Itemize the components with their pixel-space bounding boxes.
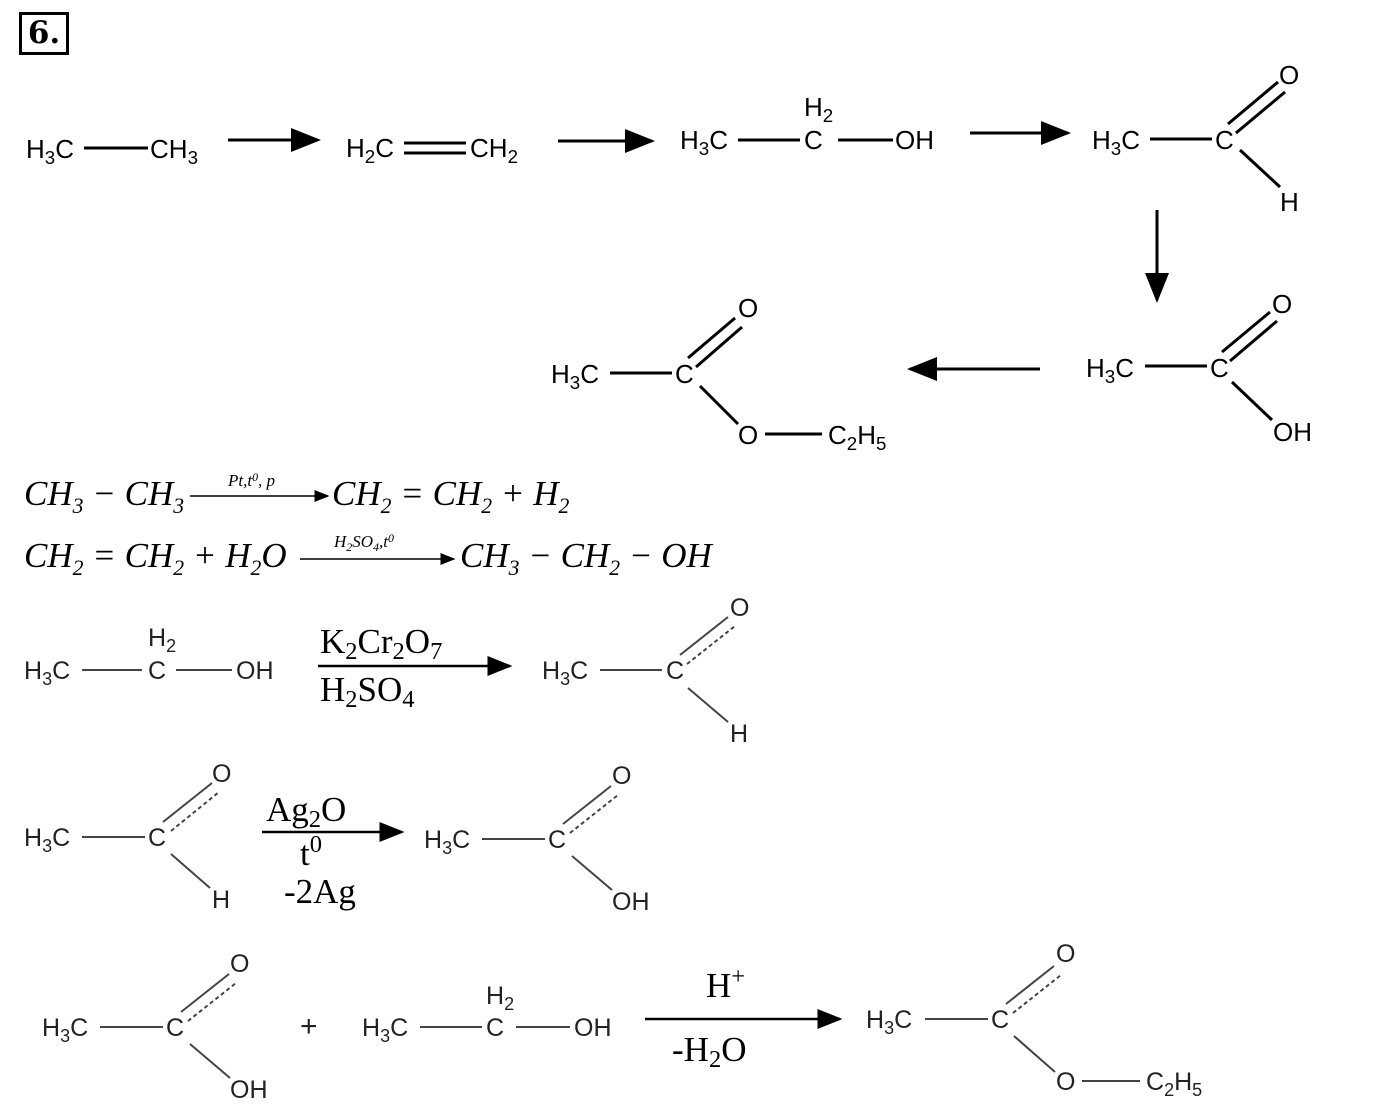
ethanol-c: C (804, 125, 823, 155)
eq4-aldehyde-co-a (162, 782, 213, 823)
ester-c-o (698, 384, 740, 426)
eq5-ester-c2h5: C2H5 (1146, 1068, 1203, 1100)
eq3-ethanol-c: C (148, 657, 167, 685)
acetaldehyde-co-b (1235, 90, 1286, 135)
eq3-aldehyde-co-a (679, 616, 729, 656)
eq4-aldehyde-o: O (212, 760, 232, 788)
eq4-reagent-mid: t0 (300, 830, 322, 873)
ethylene-left: H2C (346, 133, 394, 167)
acetaldehyde-o: O (1279, 60, 1300, 90)
eq3-aldehyde-ch (687, 687, 729, 723)
eq3-aldehyde-h: H (730, 720, 749, 748)
eq5-ester-c: C (991, 1006, 1010, 1034)
acetic-acid-o: O (1272, 289, 1293, 319)
eq5-acid-h3c: H3C (42, 1014, 89, 1046)
equation-2-reactants: CH2 = CH2 + H2O (24, 536, 287, 580)
eq5-acid-co-a (180, 973, 230, 1013)
problem-number: 6. (19, 12, 69, 55)
ester-o: O (738, 420, 759, 450)
eq3-ethanol-h2: H2 (148, 624, 177, 656)
eq3-aldehyde-o: O (730, 594, 750, 622)
eq4-acid-co-a (562, 785, 612, 825)
equation-2-conditions: H2SO4,t0 (334, 530, 394, 554)
eq5-acid-co-b (187, 982, 237, 1022)
eq5-acid-oh: OH (230, 1076, 268, 1104)
eq5-reagent-bottom: -H2O (672, 1030, 747, 1074)
eq4-reagent-bottom: -2Ag (284, 872, 356, 911)
acetic-acid-c: C (1210, 353, 1229, 383)
ethylene-right: CH2 (470, 133, 518, 167)
eq5-reagent-top: H+ (706, 962, 746, 1005)
eq5-ethanol-c: C (486, 1014, 505, 1042)
acetaldehyde-h3c: H3C (1092, 125, 1140, 159)
eq5-acid-coh (189, 1043, 231, 1079)
eq5-ester-o-top: O (1056, 940, 1076, 968)
eq3-reagent-bottom: H2SO4 (320, 670, 415, 714)
ester-co-b (695, 325, 743, 369)
eq4-aldehyde-h3c: H3C (24, 824, 71, 856)
eq3-aldehyde-c: C (666, 657, 685, 685)
eq3-ethanol-h3c: H3C (24, 657, 71, 689)
acetic-acid-coh (1230, 380, 1274, 422)
ethanol-h3c: H3C (680, 125, 728, 159)
equation-2-products: CH3 − CH2 − OH (460, 536, 712, 580)
ethanol-oh: OH (895, 125, 934, 155)
ester-h3c: H3C (551, 359, 599, 393)
acetic-acid-co-b (1229, 319, 1278, 363)
eq5-acid-o: O (230, 950, 250, 978)
eq5-ethanol-h2: H2 (486, 982, 515, 1014)
eq5-ester-c-o (1013, 1035, 1056, 1073)
eq4-reagent-top: Ag2O (266, 790, 347, 834)
equation-1-conditions: Pt,t0, p (228, 469, 276, 490)
eq4-aldehyde-ch (170, 853, 211, 889)
equation-1-products: CH2 = CH2 + H2 (332, 474, 570, 518)
eq4-aldehyde-h: H (212, 886, 231, 914)
eq4-aldehyde-co-b (170, 791, 220, 832)
eq4-acid-co-b (569, 794, 619, 834)
ethane-left: H3C (26, 134, 74, 168)
ester-co-a (687, 316, 736, 360)
eq3-reagent-top: K2Cr2O7 (320, 622, 443, 666)
eq5-plus: + (300, 1010, 318, 1043)
eq5-acid-c: C (166, 1014, 185, 1042)
eq4-acid-c: C (548, 826, 567, 854)
eq4-acid-oh: OH (612, 888, 650, 916)
eq5-ester-co-b (1012, 974, 1062, 1014)
acetaldehyde-h: H (1280, 187, 1299, 217)
eq5-ester-o: O (1056, 1068, 1076, 1096)
ethanol-h2: H2 (804, 92, 834, 126)
ester-c2h5: C2H5 (828, 420, 887, 454)
ethane-right: CH3 (150, 134, 198, 168)
eq3-aldehyde-co-b (686, 625, 736, 665)
equation-1-reactants: CH3 − CH3 (24, 474, 185, 518)
acetic-acid-h3c: H3C (1086, 353, 1134, 387)
eq3-aldehyde-h3c: H3C (542, 657, 589, 689)
eq4-aldehyde-c: C (148, 824, 167, 852)
ester-c: C (675, 359, 694, 389)
eq3-ethanol-oh: OH (236, 657, 274, 685)
acetic-acid-oh: OH (1273, 417, 1312, 447)
eq5-ethanol-oh: OH (574, 1014, 612, 1042)
acetaldehyde-co-a (1227, 80, 1279, 126)
acetaldehyde-ch (1238, 148, 1282, 189)
acetic-acid-co-a (1221, 310, 1271, 354)
eq4-acid-h3c: H3C (424, 826, 471, 858)
eq5-ethanol-h3c: H3C (362, 1014, 409, 1046)
eq5-ester-h3c: H3C (866, 1006, 913, 1038)
ester-o-top: O (738, 293, 759, 323)
eq4-acid-coh (571, 855, 613, 891)
acetaldehyde-c: C (1215, 125, 1234, 155)
eq5-ester-co-a (1005, 965, 1055, 1005)
eq4-acid-o: O (612, 762, 632, 790)
